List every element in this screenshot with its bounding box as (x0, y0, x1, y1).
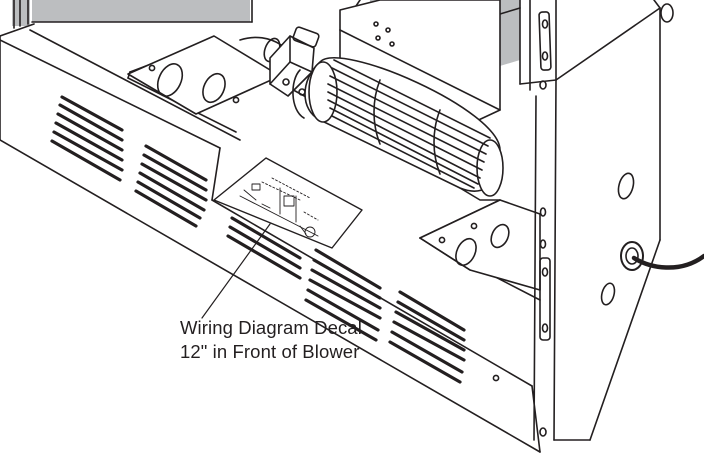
wiring-diagram-decal-icon (213, 157, 363, 249)
right-side-panel (492, 0, 674, 441)
callout-label-line-1: Wiring Diagram Decal (180, 317, 362, 338)
callout-leader-line (201, 223, 271, 319)
right-bracket (419, 199, 541, 291)
callout-label-line-2: 12" in Front of Blower (180, 341, 360, 362)
louvre-slots (50, 95, 466, 384)
power-cord-icon (631, 253, 704, 270)
blower-assembly (269, 0, 504, 197)
